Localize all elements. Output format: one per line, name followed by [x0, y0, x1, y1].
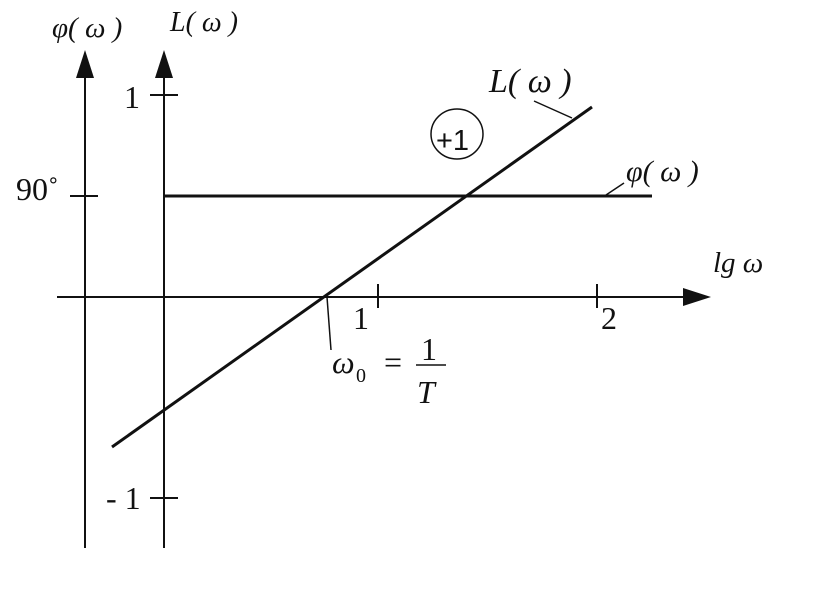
omega0-denominator: T [417, 374, 437, 410]
x-axis-label: lg ω [713, 247, 763, 279]
omega0-equals: = [384, 344, 402, 380]
magnitude-axis-label: L( ω ) [169, 7, 238, 38]
phase-tick-ninety-label: 90˚ [16, 171, 59, 207]
omega0-symbol: ω [332, 344, 355, 380]
l-tick-one-label: 1 [124, 79, 140, 115]
x-tick-one-label: 1 [353, 300, 369, 336]
omega0-leader [326, 296, 332, 351]
magnitude-curve-label: L( ω ) [488, 63, 572, 100]
l-tick-minus-one-label: - 1 [106, 480, 141, 516]
x-axis-arrowhead [683, 288, 711, 306]
magnitude-label-leader [533, 100, 573, 119]
phase-curve-label: φ( ω ) [626, 155, 699, 188]
phase-label-leader [605, 182, 625, 196]
magnitude-axis-arrowhead [155, 50, 173, 78]
slope-badge-label: +1 [436, 125, 469, 157]
phase-axis-arrowhead [76, 50, 94, 78]
magnitude-curve [111, 105, 593, 449]
slope-badge-circle [430, 108, 484, 160]
phase-axis-label: φ( ω ) [52, 12, 122, 44]
omega0-numerator: 1 [421, 331, 437, 367]
omega0-subscript: 0 [356, 365, 366, 387]
x-tick-two-label: 2 [601, 300, 617, 336]
